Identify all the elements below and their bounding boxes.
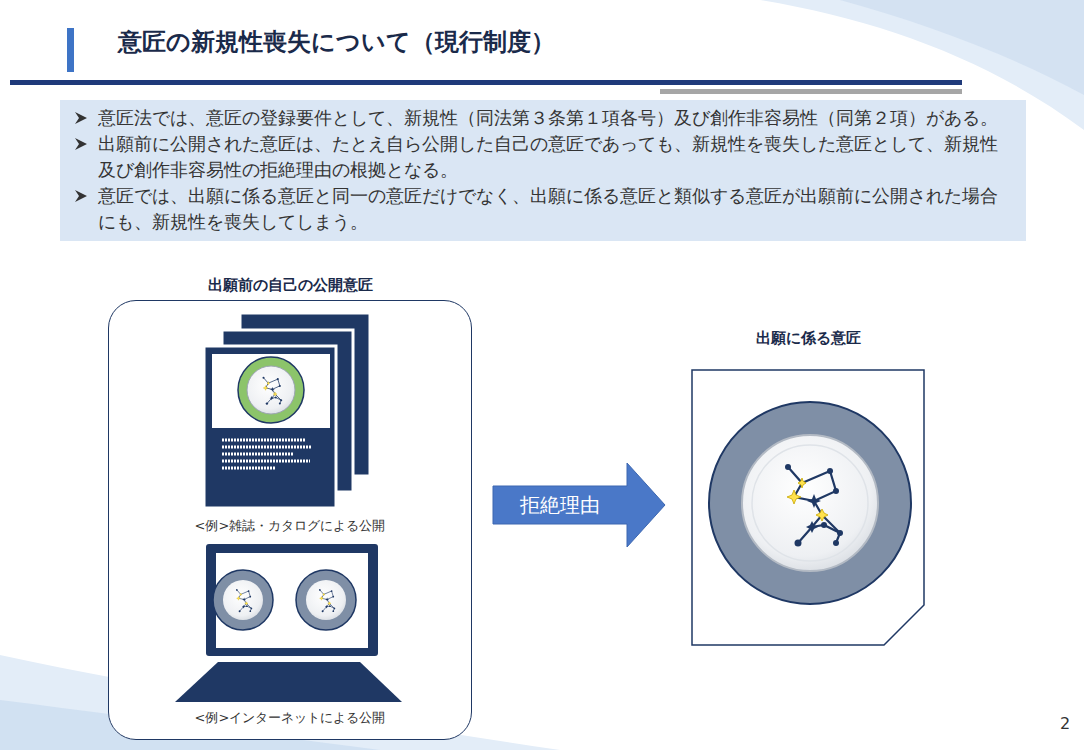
example-caption: <例>雑誌・カタログによる公開 [109,517,471,535]
arrow-label: 拒絶理由 [520,492,600,519]
title-rule [10,80,962,85]
bullet-text: 意匠では、出願に係る意匠と同一の意匠だけでなく、出願に係る意匠と類似する意匠が出… [98,183,1012,235]
bullet-text: 出願前に公開された意匠は、たとえ自ら公開した自己の意匠であっても、新規性を喪失し… [98,131,1012,183]
bullet-item: 出願前に公開された意匠は、たとえ自ら公開した自己の意匠であっても、新規性を喪失し… [60,131,1012,183]
magazine-stack [204,313,370,508]
applied-design-plate [692,370,924,645]
bullet-item: 意匠では、出願に係る意匠と同一の意匠だけでなく、出願に係る意匠と類似する意匠が出… [60,183,1012,235]
cut-corner-outline [692,370,924,645]
bullet-text: 意匠法では、意匠の登録要件として、新規性（同法第３条第１項各号）及び創作非容易性… [98,105,1012,131]
title-accent-bar [67,28,74,72]
example-caption: <例>インターネットによる公開 [109,709,471,727]
bullet-item: 意匠法では、意匠の登録要件として、新規性（同法第３条第１項各号）及び創作非容易性… [60,105,1012,131]
bullet-band: 意匠法では、意匠の登録要件として、新規性（同法第３条第１項各号）及び創作非容易性… [60,100,1026,241]
page-number: 2 [1060,714,1070,733]
application-design-box: 出願に係る意匠 [692,370,924,645]
laptop [175,544,402,702]
title-subrule [660,89,962,94]
block-arrow [493,463,665,547]
panel-fill [108,300,472,740]
box-heading: 出願に係る意匠 [672,329,944,348]
panel-heading: 出願前の自己の公開意匠 [109,276,471,295]
bullet-marker [74,137,88,151]
bullet-marker [74,111,88,125]
bullet-marker [74,189,88,203]
prior-disclosure-panel: 出願前の自己の公開意匠<例>雑誌・カタログによる公開<例>インターネットによる公… [108,300,472,740]
slide-title: 意匠の新規性喪失について（現行制度） [118,26,555,58]
